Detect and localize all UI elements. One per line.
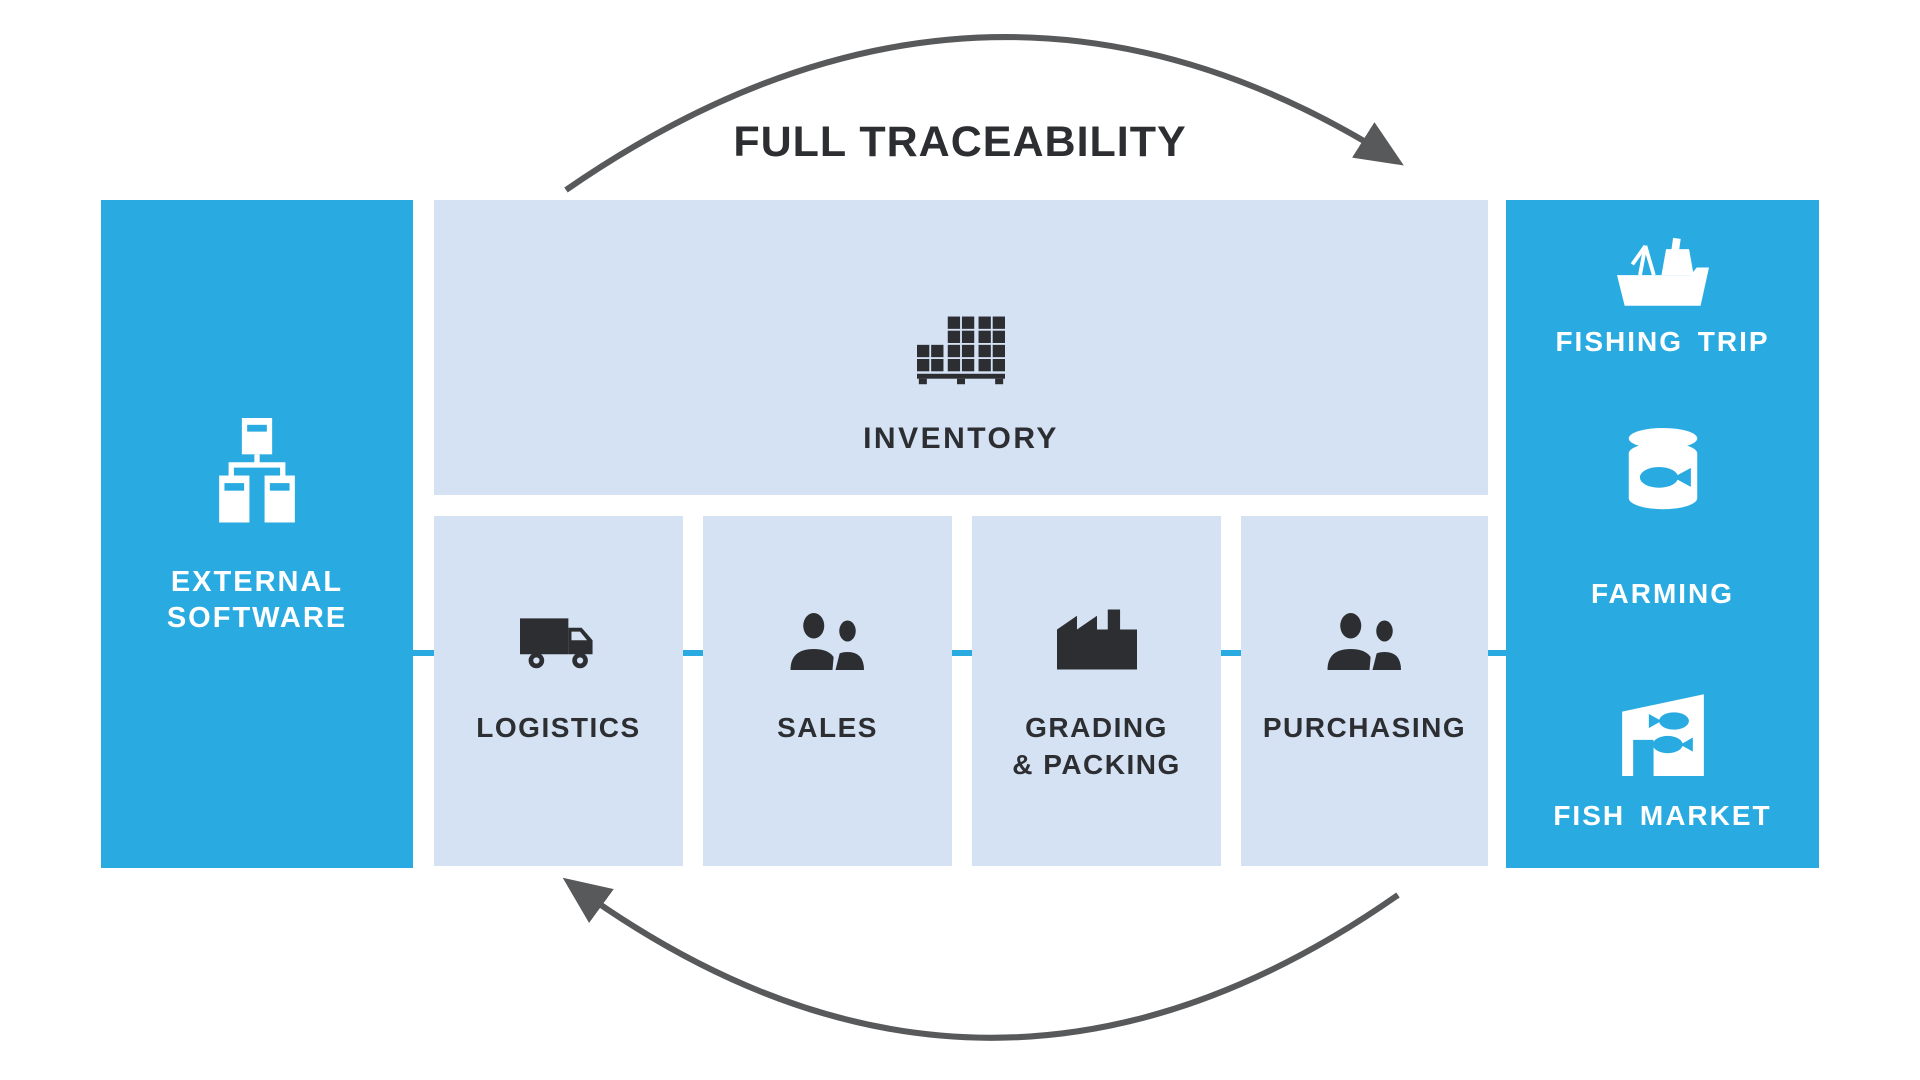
grading-packing-box: GRADING & PACKING bbox=[972, 516, 1221, 866]
fishing-trip-label: FISHING TRIP bbox=[1555, 326, 1770, 357]
grading-packing-label: GRADING & PACKING bbox=[1012, 712, 1181, 780]
people-icon bbox=[703, 610, 952, 670]
purchasing-box: PURCHASING bbox=[1241, 516, 1488, 866]
diagram-title: FULL TRACEABILITY bbox=[733, 118, 1187, 166]
sales-label: SALES bbox=[777, 712, 878, 743]
factory-icon bbox=[972, 609, 1221, 670]
fishing-boat-icon bbox=[1506, 228, 1819, 308]
external-software-panel: EXTERNAL SOFTWARE bbox=[101, 200, 413, 868]
flow-connector-line bbox=[413, 650, 1506, 656]
people-icon bbox=[1241, 610, 1488, 670]
truck-icon bbox=[434, 610, 683, 670]
inventory-label: INVENTORY bbox=[863, 422, 1059, 455]
fish-can-icon bbox=[1506, 426, 1819, 514]
pallet-crates-icon bbox=[434, 314, 1488, 386]
fish-market-label: FISH MARKET bbox=[1553, 800, 1772, 831]
sales-box: SALES bbox=[703, 516, 952, 866]
top-arc-arrow bbox=[564, 34, 1404, 193]
purchasing-label: PURCHASING bbox=[1262, 712, 1467, 743]
bottom-arc-arrow bbox=[562, 877, 1400, 1041]
org-chart-icon bbox=[101, 416, 413, 524]
external-software-label: EXTERNAL SOFTWARE bbox=[166, 566, 348, 634]
fish-market-icon bbox=[1506, 686, 1819, 776]
sources-panel: FISHING TRIP FARMING bbox=[1506, 200, 1819, 868]
logistics-label: LOGISTICS bbox=[476, 712, 641, 743]
inventory-box: INVENTORY bbox=[434, 200, 1488, 495]
logistics-box: LOGISTICS bbox=[434, 516, 683, 866]
farming-label: FARMING bbox=[1590, 578, 1735, 609]
